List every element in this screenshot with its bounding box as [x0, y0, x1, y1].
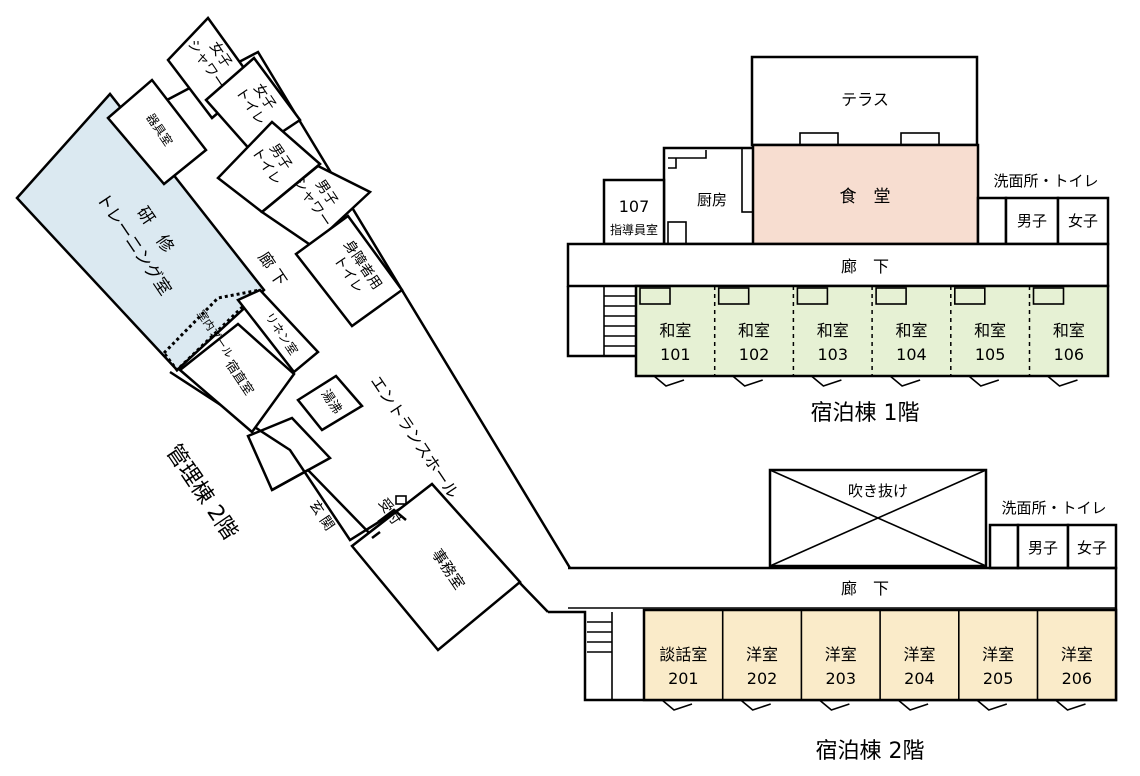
entrance-wall — [271, 468, 377, 541]
yoshitsu-room-204[interactable]: 洋室 204 — [879, 610, 935, 711]
room-name: 洋室 — [1061, 645, 1093, 664]
washroom-label-1f: 洗面所・トイレ — [993, 172, 1098, 190]
terrace[interactable] — [750, 55, 979, 147]
room-name: 和室 — [659, 321, 691, 340]
storage-room[interactable] — [106, 78, 208, 186]
kitchen-label: 厨房 — [697, 191, 727, 209]
room-name: 和室 — [738, 321, 770, 340]
instructor-room-label: 指導員室 — [610, 222, 658, 237]
washitsu-room-105[interactable]: 和室 105 — [950, 286, 1006, 387]
washitsu-room-104[interactable]: 和室 104 — [871, 286, 927, 387]
washroom-space — [988, 523, 1020, 570]
room-number: 101 — [660, 345, 691, 364]
room-name: 和室 — [895, 321, 927, 340]
washroom-label-2f: 洗面所・トイレ — [1001, 499, 1106, 517]
room-name: 談話室 — [659, 645, 707, 664]
night-duty-room[interactable] — [178, 322, 296, 434]
women-toilet-2f[interactable] — [1066, 523, 1118, 570]
stairs-1f — [604, 295, 636, 347]
washitsu-rooms: 和室 101 和室 102 和室 103 和室 104 和室 105 和室 106 — [639, 286, 1085, 387]
room-number: 204 — [904, 669, 935, 688]
washitsu-room-103[interactable]: 和室 103 — [792, 286, 849, 387]
washitsu-block — [634, 284, 1110, 378]
men-shower[interactable] — [259, 164, 373, 248]
reception-desk — [395, 495, 407, 505]
stair-hall-wall — [566, 286, 636, 358]
yoshitsu-room-206[interactable]: 洋室 206 — [1036, 610, 1093, 711]
accessible-toilet[interactable] — [294, 214, 404, 328]
men-label-2f: 男子 — [1028, 539, 1058, 557]
kettle-room[interactable] — [296, 374, 364, 432]
room-number: 203 — [825, 669, 856, 688]
washitsu-room-101[interactable]: 和室 101 — [639, 287, 691, 387]
instructor-room-no: 107 — [619, 197, 650, 216]
women-label-2f: 女子 — [1077, 539, 1107, 557]
admin-building — [15, 16, 572, 652]
room-number: 202 — [747, 669, 778, 688]
room-name: 洋室 — [982, 645, 1014, 664]
terrace-label: テラス — [841, 90, 889, 109]
indoor-pool[interactable] — [162, 287, 265, 373]
dining-label: 食 堂 — [840, 187, 891, 207]
admin-title: 管理棟 2階 — [161, 440, 243, 544]
room-name: 洋室 — [746, 645, 778, 664]
men-toilet-2f[interactable] — [1016, 523, 1070, 570]
yoshitsu-room-205[interactable]: 洋室 205 — [957, 610, 1014, 711]
yoshitsu-room-201[interactable]: 談話室 201 — [659, 645, 707, 711]
room-name: 洋室 — [825, 645, 857, 664]
stairs-2f — [587, 621, 612, 653]
corridor-2f-label: 廊 下 — [841, 579, 889, 598]
void-cross — [769, 469, 987, 567]
women-label-1f: 女子 — [1068, 212, 1098, 230]
women-toilet-1f[interactable] — [1056, 196, 1110, 246]
corridor-1f[interactable] — [566, 242, 1110, 288]
lodging-1f-title: 宿泊棟 1階 — [811, 401, 920, 426]
room-number: 201 — [668, 669, 699, 688]
room-name: 和室 — [974, 321, 1006, 340]
kitchen-detail — [668, 150, 707, 169]
entrance-hall-label: エントランスホール — [367, 372, 463, 502]
room-number: 104 — [896, 345, 927, 364]
lodging-2f-title: 宿泊棟 2階 — [816, 739, 925, 764]
washitsu-room-102[interactable]: 和室 102 — [713, 286, 770, 387]
yoshitsu-room-203[interactable]: 洋室 203 — [800, 610, 857, 711]
room-number: 105 — [975, 345, 1006, 364]
washroom-space — [976, 196, 1008, 246]
men-label-1f: 男子 — [1017, 212, 1047, 230]
room-name: 和室 — [817, 321, 849, 340]
reception-counter — [371, 508, 407, 539]
room-number: 206 — [1062, 669, 1093, 688]
room-number: 103 — [817, 345, 848, 364]
training-room[interactable] — [15, 92, 266, 372]
yoshitsu-room-202[interactable]: 洋室 202 — [721, 610, 778, 711]
room-number: 102 — [739, 345, 770, 364]
washitsu-room-106[interactable]: 和室 106 — [1028, 286, 1085, 387]
linen-room[interactable] — [236, 288, 320, 374]
corridor-outer-wall — [147, 50, 572, 569]
room-number: 106 — [1054, 345, 1085, 364]
room-number: 205 — [983, 669, 1014, 688]
yoshitsu-rooms: 談話室 201 洋室 202 洋室 203 洋室 204 洋室 205 洋室 206 — [659, 610, 1093, 711]
void-label: 吹き抜け — [848, 482, 908, 500]
corridor-1f-label: 廊 下 — [841, 257, 889, 276]
room-name: 洋室 — [903, 645, 935, 664]
entrance-vestibule — [246, 416, 333, 492]
room-name: 和室 — [1053, 321, 1085, 340]
men-toilet[interactable] — [216, 120, 322, 214]
